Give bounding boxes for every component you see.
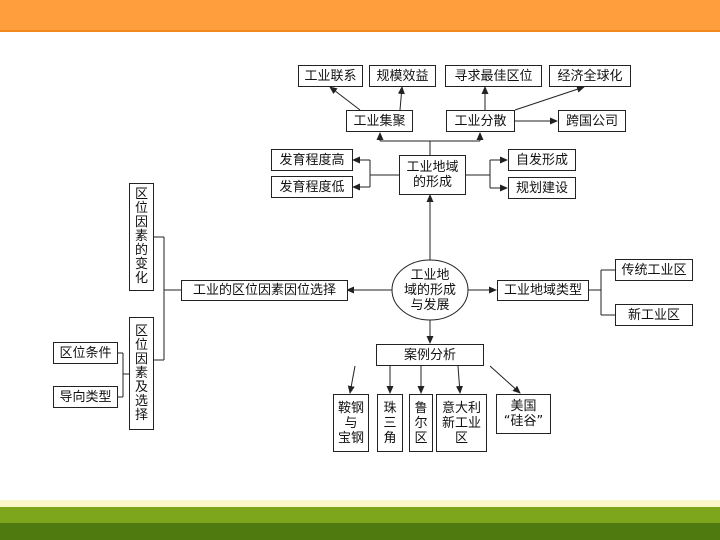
orientation-types-box: 导向类型	[53, 386, 118, 408]
location-choice-box: 工业的区位因素因位选择	[181, 280, 348, 301]
multinational-box: 跨国公司	[558, 110, 626, 132]
traditional-region-box: 传统工业区	[615, 259, 693, 281]
factor-choice-box: 区位因素及选择	[129, 317, 154, 430]
best-location-box: 寻求最佳区位	[445, 65, 542, 87]
location-conditions-box: 区位条件	[53, 342, 118, 364]
case-italy-box: 意大利 新工业 区	[436, 394, 487, 452]
case-usa-box: 美国 “硅谷”	[496, 394, 551, 434]
spontaneous-box: 自发形成	[508, 149, 576, 171]
scale-benefit-box: 规模效益	[369, 65, 436, 87]
bottom-band-light	[0, 500, 720, 507]
bottom-band-mid	[0, 507, 720, 523]
agglomeration-box: 工业集聚	[346, 110, 413, 132]
planned-box: 规划建设	[508, 177, 576, 199]
dispersion-box: 工业分散	[446, 110, 515, 132]
bottom-band-dark	[0, 523, 720, 540]
dev-high-box: 发育程度高	[271, 149, 353, 171]
center-node: 工业地 域的形成 与发展	[403, 267, 456, 313]
center-ellipse	[391, 259, 469, 321]
factor-change-box: 区位因素的变化	[129, 183, 154, 291]
top-band-line	[0, 30, 720, 32]
case-ruhr-box: 鲁 尔 区	[409, 394, 433, 452]
case-prd-box: 珠 三 角	[377, 394, 403, 452]
case-analysis-box: 案例分析	[376, 344, 484, 366]
industrial-link-box: 工业联系	[298, 65, 363, 87]
globalization-box: 经济全球化	[549, 65, 631, 87]
dev-low-box: 发育程度低	[271, 176, 353, 198]
top-band	[0, 0, 720, 30]
case-angang-box: 鞍钢 与 宝钢	[333, 394, 369, 452]
new-region-box: 新工业区	[615, 304, 693, 326]
region-type-box: 工业地域类型	[497, 280, 589, 301]
formation-box: 工业地域 的形成	[399, 155, 466, 195]
